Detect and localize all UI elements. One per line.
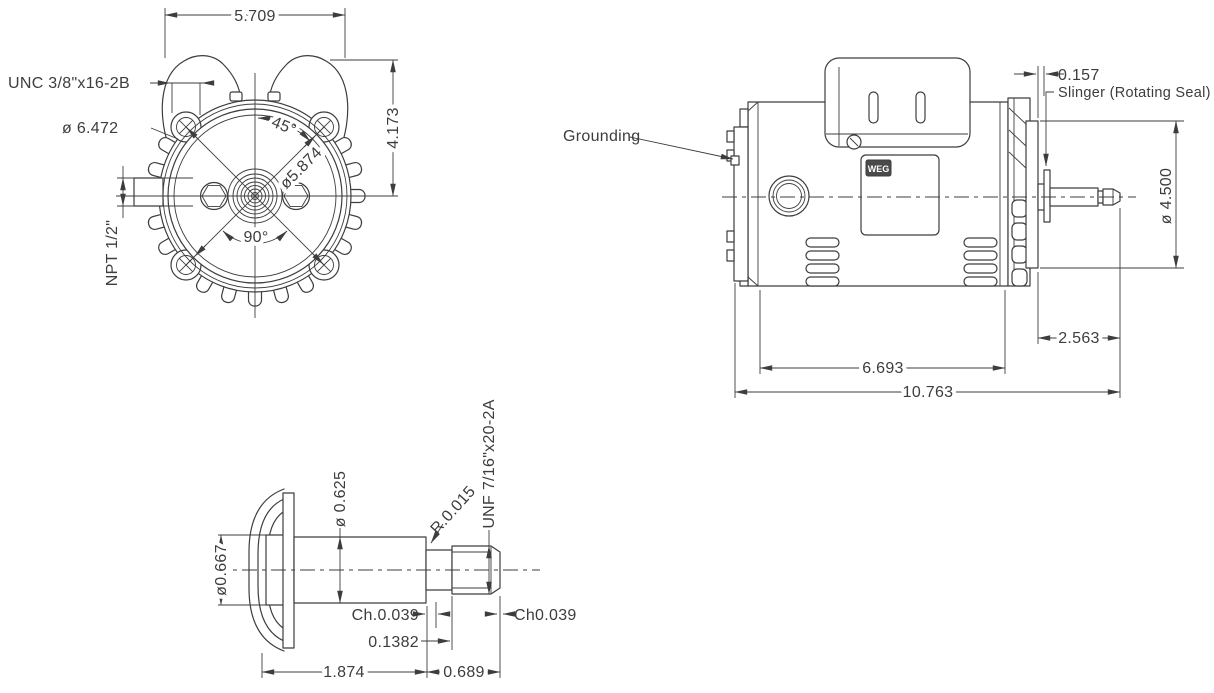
hub-diameter-label: ø0.667 <box>213 544 230 596</box>
shaft-length-dimension: 1.874 <box>261 653 428 685</box>
shaft-extension-label: 2.563 <box>1058 330 1100 347</box>
shaft-detail-view: ø 0.625 ø0.667 R.0.015 UNF 7/16"x20-2A C… <box>209 399 577 685</box>
slinger-gap-label: 0.157 <box>1058 67 1100 84</box>
shaft-diameter-label: ø 0.625 <box>332 471 349 527</box>
overall-length-dimension: 10.763 <box>734 283 1121 405</box>
bolt-circle-dimension: ø 6.472 <box>62 120 118 137</box>
angle-90-label: 90° <box>243 229 268 246</box>
conduit-stub <box>133 177 164 207</box>
chamfer-right-label: Ch0.039 <box>514 607 577 624</box>
brand-label: WEG <box>868 164 890 174</box>
dimension-width: 5.709 <box>164 4 346 58</box>
bolt-circle-callout: ø 6.472 <box>62 120 179 140</box>
frame-length-label: 6.693 <box>862 360 904 377</box>
frame-length-dimension: 6.693 <box>759 290 1006 381</box>
overall-length-label: 10.763 <box>903 384 954 401</box>
terminal-slot <box>915 91 926 124</box>
conduit-boss <box>768 175 810 217</box>
shaft-length-label: 1.874 <box>323 664 365 681</box>
bolt-thread-label: UNC 3/8"x16-2B <box>8 75 130 92</box>
chamfer-left-label: Ch.0.039 <box>352 607 419 624</box>
flange-diameter-label: ø 4.500 <box>1158 168 1175 224</box>
dimension-height: 4.173 <box>330 59 406 197</box>
slinger-disc <box>282 492 295 649</box>
chamfer-right-dimension: Ch0.039 <box>484 607 577 624</box>
hub-diameter-dimension: ø0.667 <box>209 534 268 606</box>
shaft-extension-dimension: 2.563 <box>1037 208 1121 398</box>
relief-length-dimension: 0.1382 <box>368 596 453 651</box>
grounding-callout: Grounding <box>563 128 734 160</box>
angle-90-callout: 90° <box>222 225 288 250</box>
thread-length-label: 0.689 <box>443 664 485 681</box>
nameplate: WEG <box>860 154 940 236</box>
rear-endplate <box>726 108 749 287</box>
weg-logo <box>865 159 892 177</box>
thread-callout: UNF 7/16"x20-2A <box>481 399 498 595</box>
terminal-slot <box>868 91 879 124</box>
vent-slots <box>805 237 998 287</box>
slinger-gap-dimension: 0.157 <box>1014 66 1100 118</box>
conduit-label: NPT 1/2" <box>104 220 121 286</box>
diagonal-line <box>185 126 325 266</box>
shaft-hub <box>227 168 283 224</box>
slinger-disc <box>1043 169 1051 223</box>
side-view: WEG Grounding <box>563 57 1211 405</box>
mounting-flange <box>1025 120 1039 269</box>
conduit-callout: NPT 1/2" <box>104 166 134 286</box>
slinger-label: Slinger (Rotating Seal) <box>1058 85 1211 101</box>
flange-diameter-dimension: ø 4.500 <box>1040 120 1184 269</box>
grounding-screw <box>730 155 740 166</box>
thread-length-dimension: 0.689 <box>426 596 501 685</box>
bolt-hole <box>176 117 196 137</box>
terminal-box <box>824 57 971 150</box>
chamfer-left-dimension: Ch.0.039 <box>352 602 451 678</box>
front-view: 5.709 4.173 UNC 3/8"x16-2B ø 6.472 ø5.87… <box>8 4 406 318</box>
fillet-radius-label: R.0.015 <box>428 483 480 538</box>
top-tab <box>267 91 281 102</box>
slinger-callout: Slinger (Rotating Seal) <box>1043 85 1211 167</box>
bolt-hole <box>314 117 334 137</box>
grounding-label: Grounding <box>563 128 640 145</box>
bolt-hole <box>176 255 196 275</box>
bolt-hole <box>314 255 334 275</box>
front-height-dimension: 4.173 <box>385 107 402 149</box>
front-width-dimension: 5.709 <box>234 8 276 25</box>
bolt-thread-callout: UNC 3/8"x16-2B <box>8 75 215 115</box>
top-tab <box>229 91 243 102</box>
fillet-radius-callout: R.0.015 <box>428 483 480 544</box>
shaft-diameter-dimension: ø 0.625 <box>332 471 349 604</box>
thread-label: UNF 7/16"x20-2A <box>481 399 498 528</box>
relief-length-label: 0.1382 <box>368 634 419 651</box>
